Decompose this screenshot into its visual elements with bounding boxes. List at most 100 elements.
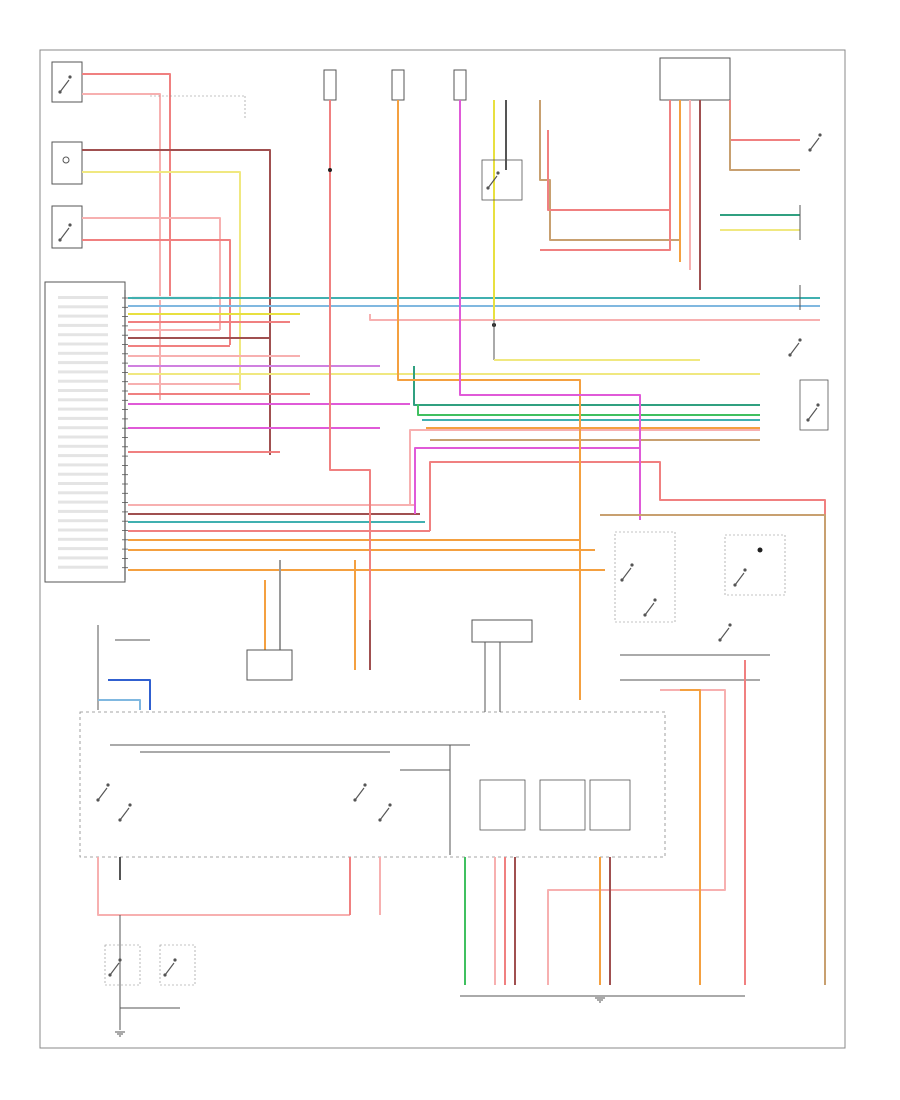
wire-magenta — [459, 100, 641, 520]
sensor-icon — [62, 156, 70, 164]
wire-green — [417, 404, 760, 416]
pin-label-placeholder — [58, 314, 108, 318]
relay-icon — [620, 563, 634, 582]
switch-arm — [109, 962, 120, 976]
wire-brown-red — [82, 149, 271, 455]
switch-arm — [379, 807, 390, 821]
pin-label-placeholder — [58, 463, 108, 467]
pin-label-placeholder — [58, 435, 108, 439]
wire-red-pink — [82, 239, 231, 345]
pin-label-placeholder — [58, 416, 108, 420]
relay-icon — [733, 568, 747, 587]
wire-tan — [729, 110, 800, 171]
wire-light-pink — [82, 217, 221, 330]
switch-contact — [128, 803, 132, 807]
switch-box-right — [799, 379, 829, 431]
ground-icon — [115, 1031, 125, 1037]
switch-arm — [807, 407, 818, 421]
switch-arm — [97, 787, 108, 801]
pin-label-placeholder — [58, 482, 108, 485]
sensor-box-left — [104, 944, 141, 986]
switch-contact — [68, 223, 72, 227]
pin-label-placeholder — [58, 519, 108, 523]
relay-icon — [643, 598, 657, 617]
pin-label-placeholder — [58, 296, 108, 299]
switch-contact — [743, 568, 747, 572]
pin-label-placeholder — [58, 407, 108, 411]
switch-box-2 — [51, 141, 83, 185]
switch-contact — [816, 403, 820, 407]
wire-tan — [539, 100, 680, 241]
pin-label-placeholder — [58, 444, 108, 448]
switch-contact — [68, 75, 72, 79]
wire-red-pink — [82, 73, 171, 300]
switch-arm — [119, 807, 130, 821]
motor-icon — [471, 619, 533, 643]
pin-label-placeholder — [58, 389, 108, 392]
relay-group-box — [724, 534, 786, 596]
indicator-icon — [757, 547, 763, 553]
large-control-module — [79, 711, 666, 858]
wire-light-yellow — [82, 171, 241, 390]
relay-box — [481, 159, 523, 201]
relay-box — [589, 779, 631, 831]
switch-icon — [163, 958, 177, 977]
switch-icon — [118, 803, 132, 822]
pin-label-placeholder — [58, 333, 108, 337]
pin-label-placeholder — [58, 342, 108, 346]
wire-red-pink — [540, 100, 671, 251]
switch-icon — [96, 783, 110, 802]
component-box-mid — [246, 649, 293, 681]
switch-icon — [378, 803, 392, 822]
relay-box — [539, 779, 586, 831]
pin-label-placeholder — [58, 361, 108, 365]
switch-contact — [728, 623, 732, 627]
switch-arm — [59, 227, 70, 241]
switch-arm — [644, 602, 655, 616]
switch-contact — [106, 783, 110, 787]
switch-contact — [653, 598, 657, 602]
wire-blue — [108, 679, 151, 710]
switch-arm — [719, 627, 730, 641]
wire-red-pink — [547, 130, 670, 211]
wire-light-pink — [547, 689, 726, 985]
pin-label-placeholder — [58, 547, 108, 551]
pin-label-placeholder — [58, 351, 108, 355]
switch-box-1 — [51, 61, 83, 103]
relay-box — [479, 779, 526, 831]
sensor-box-left — [159, 944, 196, 986]
wire-light-pink — [369, 314, 820, 321]
pin-label-placeholder — [58, 370, 108, 374]
pin-label-placeholder — [58, 500, 108, 504]
switch-icon — [806, 403, 820, 422]
switch-contact — [496, 171, 500, 175]
pin-label-placeholder — [58, 454, 108, 458]
switch-arm — [789, 342, 800, 356]
switch-contact — [173, 958, 177, 962]
wire-light-pink — [97, 857, 350, 916]
fuse-icon — [323, 69, 337, 101]
wire-light-blue — [98, 699, 141, 710]
switch-arm — [734, 572, 745, 586]
splice-dot — [328, 168, 332, 172]
switch-arm — [354, 787, 365, 801]
switch-icon — [58, 223, 72, 242]
pin-label-placeholder — [58, 528, 108, 532]
pin-label-placeholder — [58, 556, 108, 560]
pin-label-placeholder — [58, 426, 108, 430]
wire-dark-green — [413, 366, 760, 406]
switch-contact — [818, 133, 822, 137]
pin-label-placeholder — [58, 509, 108, 513]
relay-icon — [718, 623, 732, 642]
switch-icon — [353, 783, 367, 802]
fuse-icon — [391, 69, 405, 101]
control-module-box — [44, 281, 126, 583]
wire-red-pink — [729, 100, 800, 141]
switch-arm — [487, 175, 498, 189]
switch-arm — [621, 567, 632, 581]
wire-orange — [397, 100, 581, 545]
pin-label-placeholder — [58, 565, 108, 569]
wire-red-pink — [329, 100, 371, 620]
pin-label-placeholder — [58, 323, 108, 327]
wire-light-pink — [409, 429, 760, 505]
